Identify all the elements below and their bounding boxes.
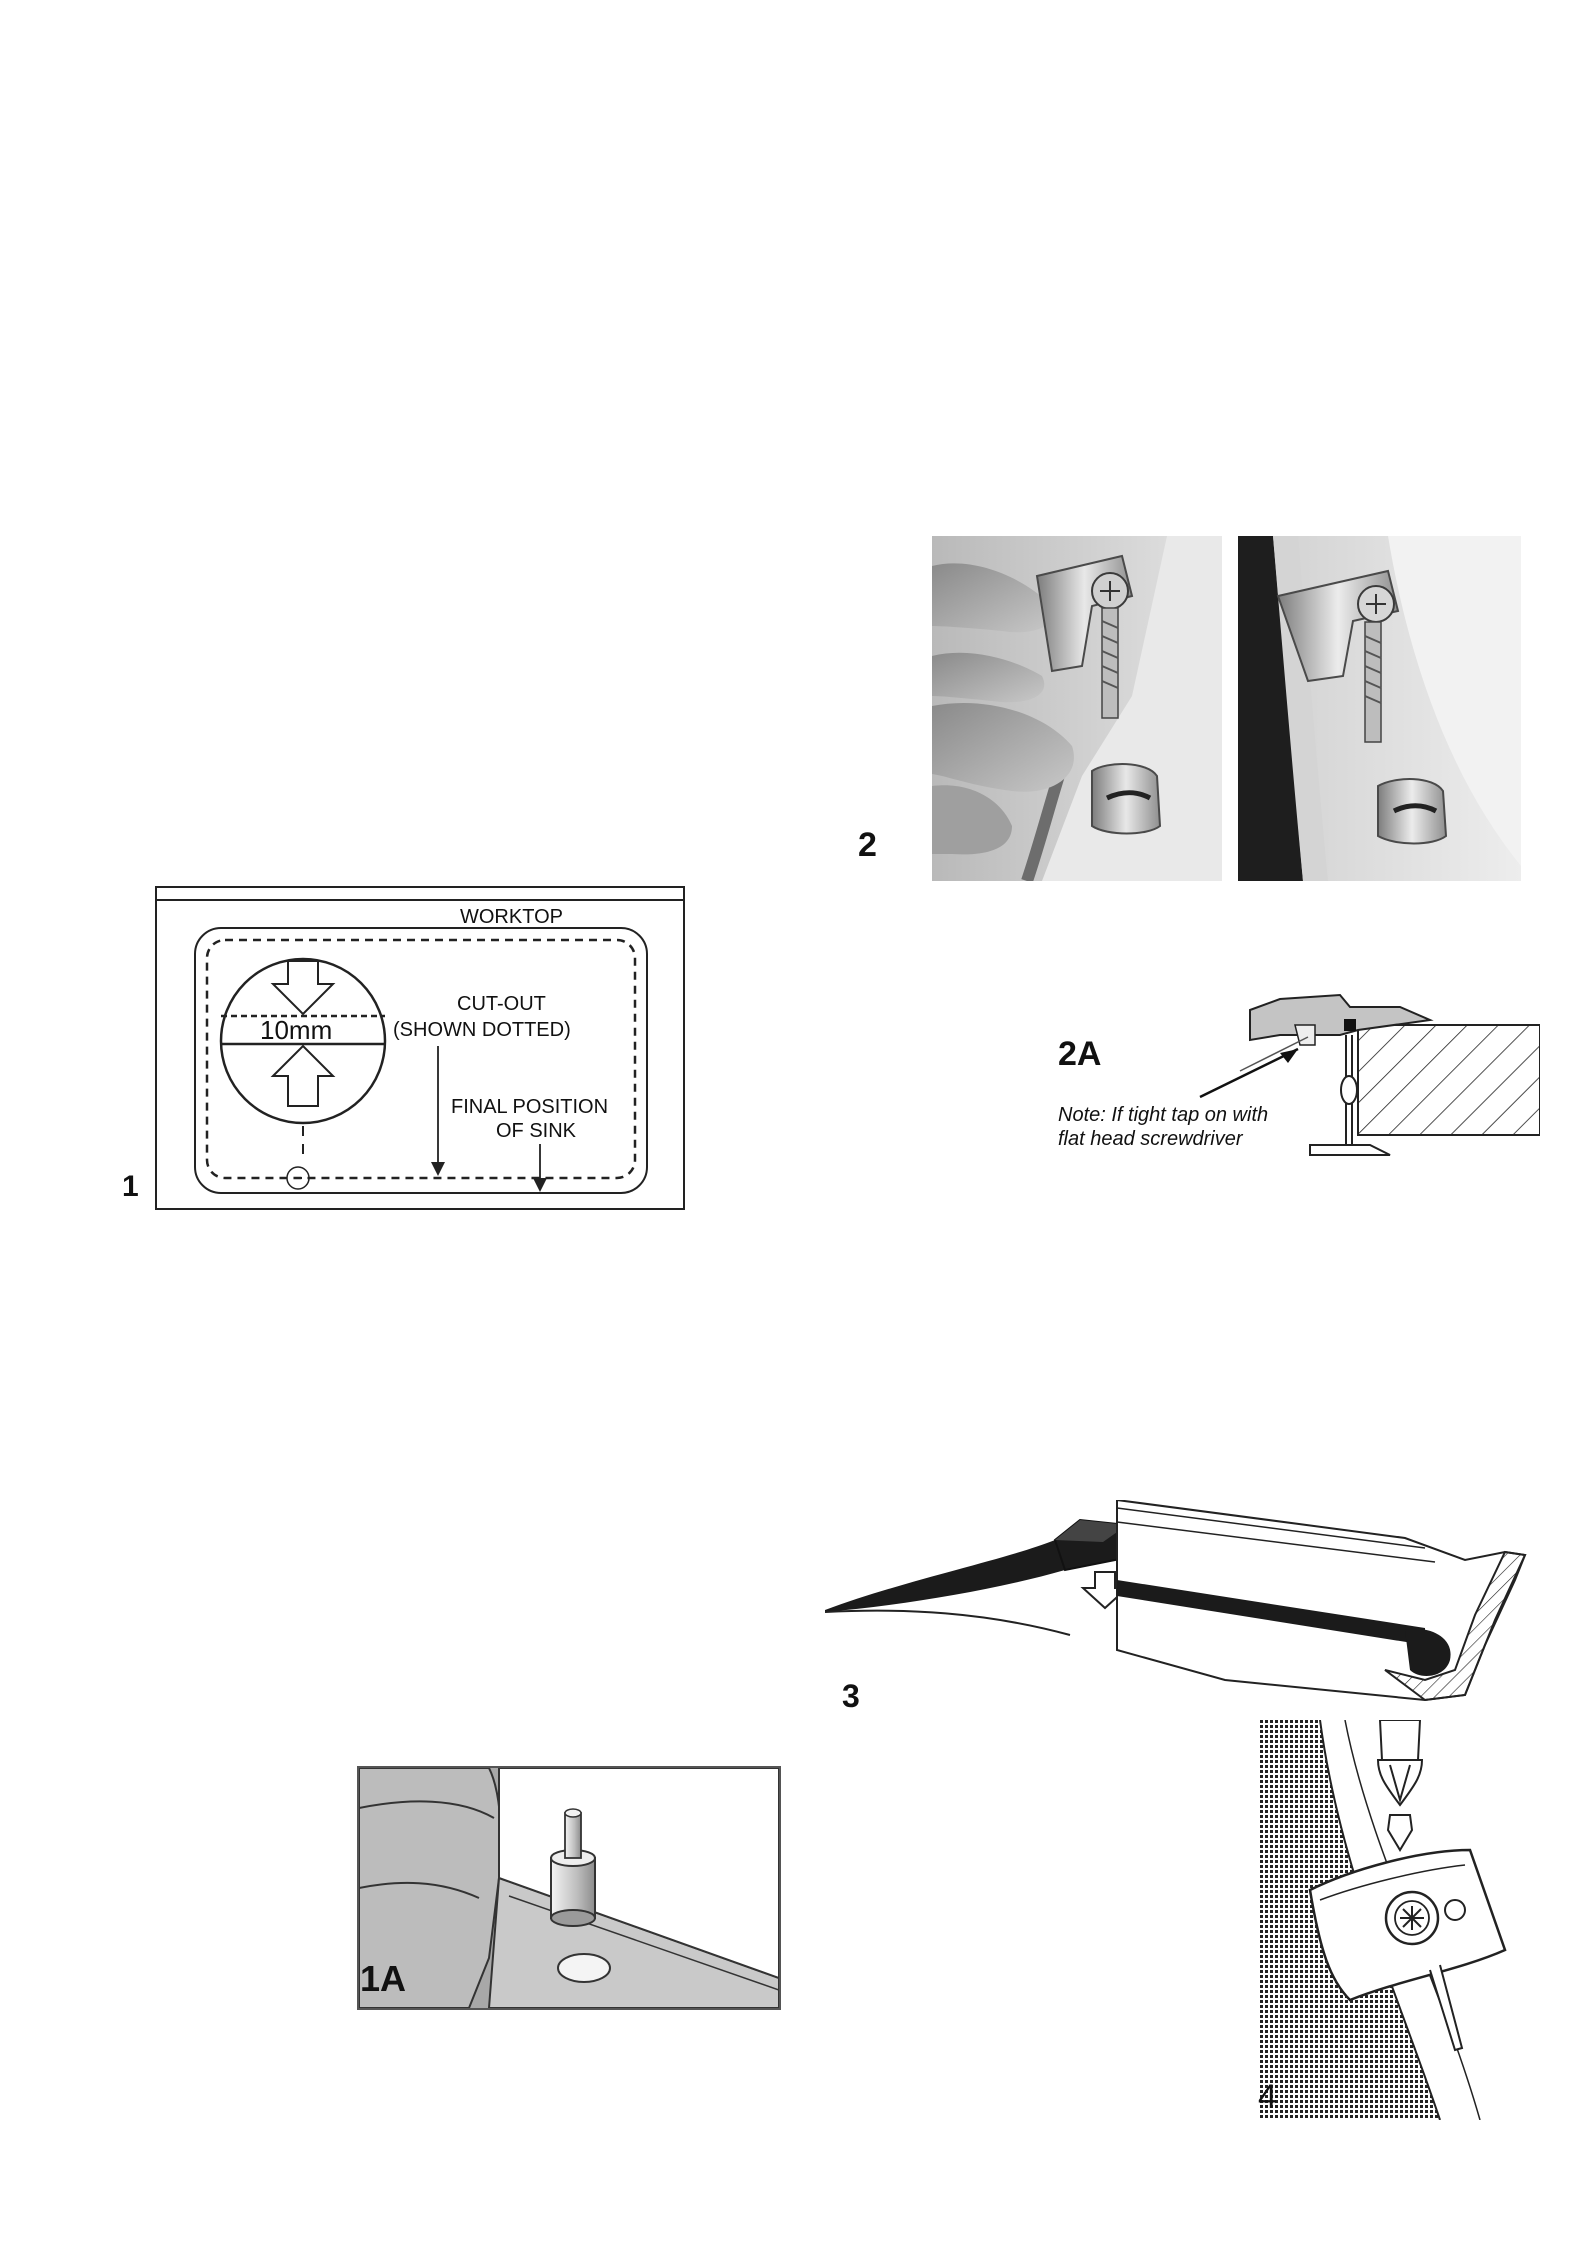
figure-1-cutout-label-line2: (SHOWN DOTTED) bbox=[393, 1019, 571, 1041]
figure-1-cutout-label-line1: CUT-OUT bbox=[457, 993, 546, 1015]
clip-fitting-hand-illustration bbox=[932, 536, 1222, 881]
figure-1a-number: 1A bbox=[360, 1958, 406, 2000]
figure-1-measure-label: 10mm bbox=[260, 1015, 332, 1045]
photo-clip-fitted bbox=[1238, 536, 1521, 881]
figure-1-final-position-line1: FINAL POSITION bbox=[451, 1096, 608, 1118]
figure-1a-frame bbox=[357, 1766, 781, 2010]
figure-4-number: 4 bbox=[1258, 2078, 1277, 2117]
figure-1-final-position-line2: OF SINK bbox=[496, 1120, 577, 1142]
figure-2a-diagram: Note: If tight tap on with flat head scr… bbox=[1040, 985, 1540, 1175]
figure-3-diagram bbox=[825, 1500, 1530, 1725]
clip-fitted-illustration bbox=[1238, 536, 1521, 881]
figure-1-worktop-label: WORKTOP bbox=[460, 906, 563, 928]
figure-1-number: 1 bbox=[122, 1170, 139, 1204]
figure-2a-note-line2: flat head screwdriver bbox=[1058, 1128, 1244, 1150]
sink-stud-illustration bbox=[359, 1768, 779, 2008]
figure-1-diagram: WORKTOP 10mm CUT-OUT (SHOWN DOTTED) FINA… bbox=[155, 886, 685, 1212]
figure-2-number: 2 bbox=[858, 826, 877, 865]
figure-2a-note-line1: Note: If tight tap on with bbox=[1058, 1104, 1268, 1126]
photo-clip-fitting-hand bbox=[932, 536, 1222, 881]
figure-4-diagram bbox=[1240, 1720, 1540, 2120]
